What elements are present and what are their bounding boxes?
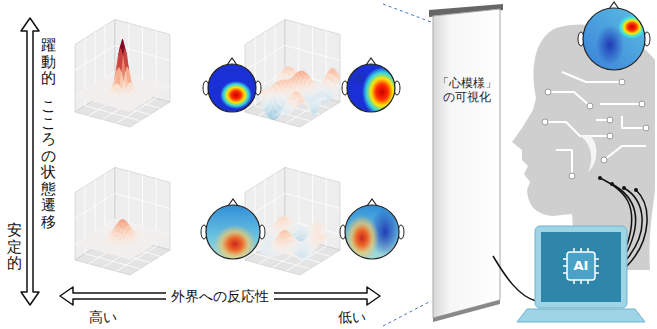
plot-pane (115, 19, 170, 102)
plot-floor (245, 235, 340, 275)
plot-grid (105, 241, 160, 256)
plot-grid (116, 246, 156, 271)
plot-grid (275, 241, 330, 256)
wavy-surface-plot (245, 19, 340, 127)
surface-patch (334, 78, 338, 85)
surface-patch (295, 103, 299, 107)
surface-patch (298, 99, 302, 103)
surface-patch (128, 110, 132, 112)
plot-grid (75, 45, 115, 70)
horizontal-axis-arrow (60, 287, 380, 305)
plot-grid (285, 219, 340, 234)
plot-pane (75, 167, 115, 260)
plot-floor (75, 87, 170, 127)
plot-grid (115, 193, 170, 208)
plot-grid (245, 45, 285, 70)
surface-patch (128, 258, 132, 260)
plot-grid (103, 95, 143, 120)
plot-grid (286, 246, 326, 271)
plot-pane (115, 167, 170, 250)
surface-patch (333, 84, 337, 91)
gentle-wavy-plot (245, 167, 340, 275)
plot-pane (285, 167, 340, 250)
plot-grid (285, 193, 340, 208)
plot-grid (75, 193, 115, 218)
low-peak-plot (75, 167, 170, 275)
plot-pane (75, 19, 115, 112)
surface-patch (293, 106, 297, 111)
plot-grid (75, 71, 115, 96)
plot-grid (116, 98, 156, 123)
surface-plots (75, 19, 340, 275)
sharp-peak-plot (75, 19, 170, 127)
plot-grid (273, 243, 313, 268)
plot-grid (75, 219, 115, 244)
surface-patch (263, 108, 267, 114)
plot-grid (285, 45, 340, 60)
plot-pane (285, 19, 340, 102)
surface-patch (261, 101, 265, 108)
surface-patch (304, 103, 308, 107)
vertical-axis-arrow (21, 18, 39, 305)
plot-grid (273, 95, 313, 120)
plot-grid (286, 98, 326, 123)
plot-grid (103, 243, 143, 268)
plot-floor (75, 235, 170, 275)
